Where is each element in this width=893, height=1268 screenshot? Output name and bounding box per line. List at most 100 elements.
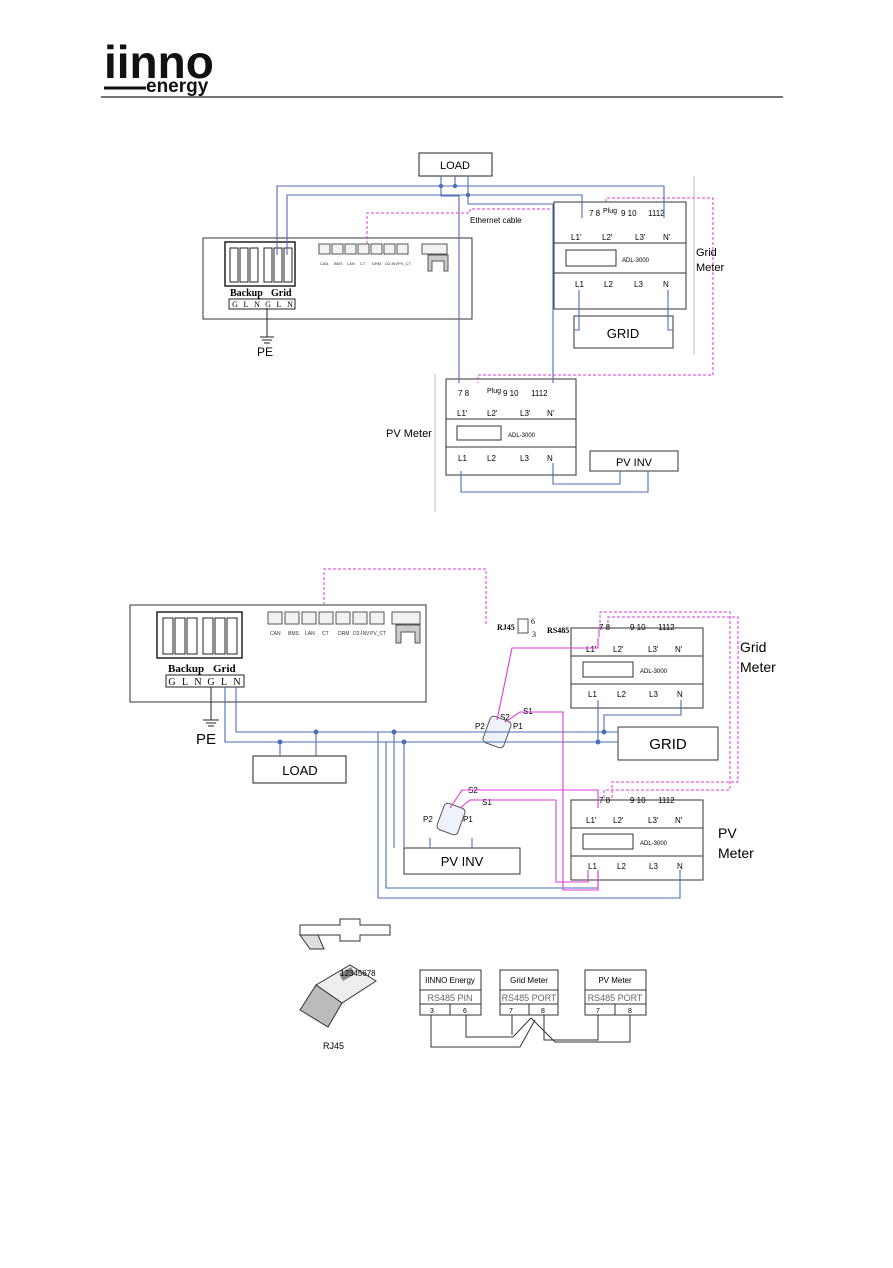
svg-text:G: G [168, 677, 175, 688]
svg-text:L: L [221, 677, 227, 688]
svg-text:RS485 PORT: RS485 PORT [502, 993, 557, 1003]
d1-load-label: LOAD [440, 160, 470, 172]
svg-text:N: N [547, 454, 553, 463]
d1-gm-model: ADL-3000 [622, 258, 650, 264]
svg-text:L3: L3 [634, 280, 643, 289]
svg-text:L1: L1 [575, 280, 584, 289]
d1-wires [276, 176, 673, 493]
rs485-box-pv-meter: PV Meter RS485 PORT 7 8 [584, 969, 647, 1016]
d1-port-row [318, 243, 448, 255]
d1-ethernet-label: Ethernet cable [470, 216, 522, 225]
d2-pin6: 6 [531, 617, 535, 626]
ct1-s2: S2 [500, 713, 510, 722]
svg-text:L1': L1' [586, 816, 597, 825]
logo-brand: iinno [104, 36, 214, 88]
ct2-p1: P1 [463, 815, 473, 824]
svg-text:1112: 1112 [658, 796, 675, 805]
svg-text:9 10: 9 10 [503, 389, 519, 398]
svg-text:7: 7 [509, 1008, 513, 1015]
d2-terminal-letters: G L N G L N [165, 674, 245, 688]
svg-text:N: N [254, 300, 260, 309]
svg-text:Grid Meter: Grid Meter [510, 976, 548, 985]
rs485-box-iinno: IINNO Energy RS485 PIN 3 6 [419, 969, 482, 1016]
svg-text:N': N' [675, 645, 683, 654]
svg-text:N: N [677, 690, 683, 699]
d2-pin3: 3 [532, 630, 536, 639]
d2-rs485-label: RS485 [547, 626, 569, 635]
d2-port-row [267, 611, 421, 625]
svg-text:N: N [677, 862, 683, 871]
svg-text:N: N [194, 677, 201, 688]
svg-text:BMS: BMS [334, 261, 343, 266]
svg-text:IINNO Energy: IINNO Energy [425, 976, 475, 985]
ct1-p1: P1 [513, 722, 523, 731]
svg-text:L3: L3 [649, 862, 658, 871]
rj45-connector-icon [299, 918, 391, 950]
svg-text:N': N' [547, 409, 555, 418]
svg-text:DRM: DRM [338, 631, 349, 637]
d2-gm-model: ADL-3000 [640, 669, 668, 675]
d1-bracket [427, 254, 449, 272]
d1-terminal-letters: G L N G L N [228, 298, 296, 310]
d2-pv-meter-label-2: Meter [718, 845, 754, 861]
ct2-s1: S1 [482, 798, 492, 807]
svg-text:7 8: 7 8 [458, 389, 470, 398]
svg-text:7: 7 [596, 1008, 600, 1015]
svg-text:Plug: Plug [487, 388, 501, 395]
svg-text:D2-INV: D2-INV [385, 261, 398, 266]
svg-text:N: N [287, 300, 293, 309]
svg-text:L1': L1' [457, 409, 468, 418]
rj45-label: RJ45 [323, 1041, 344, 1051]
rs485-wiring [430, 1015, 631, 1048]
ct1-p2: P2 [475, 722, 485, 731]
d1-grid-label: GRID [607, 326, 640, 341]
d1-ethernet-cable [366, 197, 714, 383]
svg-text:L2: L2 [617, 862, 626, 871]
svg-text:7 8: 7 8 [599, 623, 611, 632]
svg-text:9 10: 9 10 [630, 796, 646, 805]
brand-logo: iinno energy [104, 36, 214, 97]
svg-text:7 8: 7 8 [599, 796, 611, 805]
svg-text:L2': L2' [613, 645, 624, 654]
svg-text:L1: L1 [588, 690, 597, 699]
svg-text:PV_CT: PV_CT [370, 631, 386, 637]
d2-backup-label: Backup [168, 663, 204, 675]
svg-text:CAN: CAN [320, 261, 329, 266]
svg-text:6: 6 [463, 1008, 467, 1015]
d2-rj45-plug-icon [517, 618, 529, 634]
svg-text:L1: L1 [458, 454, 467, 463]
svg-text:CT: CT [322, 631, 329, 637]
svg-text:L1': L1' [586, 645, 597, 654]
d2-bracket [395, 624, 421, 644]
svg-text:L2': L2' [613, 816, 624, 825]
svg-text:L2: L2 [604, 280, 613, 289]
svg-text:L3': L3' [648, 645, 659, 654]
svg-text:8: 8 [628, 1008, 632, 1015]
svg-text:N': N' [675, 816, 683, 825]
ct-clamp-2-icon [436, 802, 466, 836]
d2-grid-meter-label-2: Meter [740, 659, 776, 675]
svg-text:CT: CT [360, 261, 366, 266]
d2-pv-inv-label: PV INV [441, 854, 484, 869]
d2-grid-term-label: Grid [213, 663, 236, 675]
svg-text:L2': L2' [602, 233, 613, 242]
svg-text:L3': L3' [648, 816, 659, 825]
d1-pv-model: ADL-3000 [508, 433, 536, 439]
svg-text:N: N [663, 280, 669, 289]
svg-text:DRM: DRM [372, 261, 381, 266]
svg-text:N: N [233, 677, 240, 688]
d2-pv-model: ADL-3000 [640, 841, 668, 847]
rj45-pin-numbers: 12345678 [340, 969, 376, 978]
d1-pv-meter-label: PV Meter [386, 428, 432, 440]
svg-text:L1: L1 [588, 862, 597, 871]
svg-text:L: L [244, 300, 249, 309]
d2-grid-box [617, 726, 719, 761]
d2-grid-meter-label-1: Grid [740, 639, 766, 655]
d1-backup-label: Backup [230, 288, 263, 299]
svg-text:CAN: CAN [270, 631, 281, 637]
svg-text:G: G [207, 677, 214, 688]
svg-text:L3': L3' [635, 233, 646, 242]
